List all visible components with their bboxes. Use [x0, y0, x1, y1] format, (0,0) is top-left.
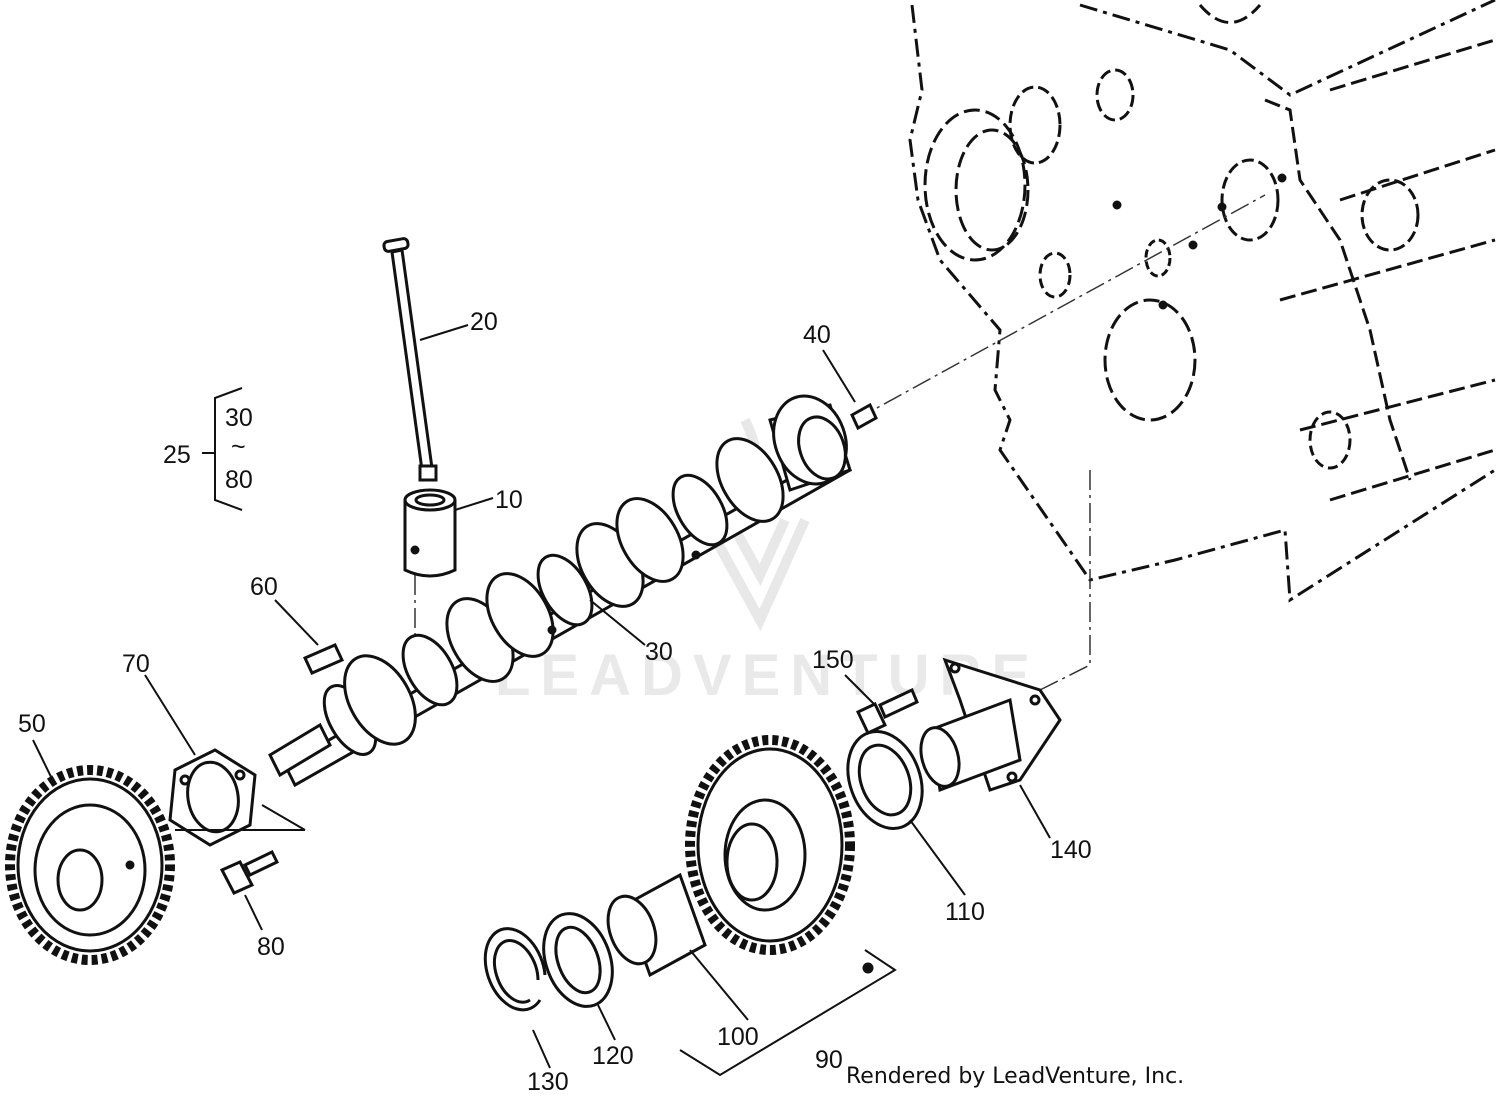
tappet — [403, 488, 457, 578]
key — [302, 643, 345, 675]
part-label-110: 110 — [945, 898, 985, 926]
bushing — [606, 872, 707, 978]
camshaft — [268, 394, 852, 788]
engine-block — [908, 0, 1496, 603]
thrust-plate — [168, 748, 257, 847]
group-range-top: 30 — [225, 404, 253, 432]
leader-lines — [32, 324, 1051, 1077]
part-label-140: 140 — [1050, 836, 1092, 864]
group-range-bottom: 80 — [225, 466, 253, 494]
plug — [850, 402, 878, 431]
part-label-120: 120 — [592, 1042, 634, 1070]
part-label-30: 30 — [645, 638, 673, 666]
bolt-150 — [855, 687, 919, 735]
part-label-150: 150 — [812, 646, 854, 674]
part-label-70: 70 — [122, 650, 150, 678]
part-label-90: 90 — [815, 1046, 843, 1074]
part-label-60: 60 — [250, 573, 278, 601]
footer-credit: Rendered by LeadVenture, Inc. — [846, 1064, 1185, 1089]
group-range-sep: ~ — [231, 433, 246, 461]
watermark-text: LEADVENTURE — [495, 643, 1041, 708]
part-labels: 20 10 30 40 50 60 70 80 90 100 110 120 1… — [18, 308, 1092, 1096]
push-rod — [382, 237, 438, 482]
part-label-40: 40 — [803, 321, 831, 349]
part-label-10: 10 — [495, 486, 523, 514]
cam-gear — [5, 765, 175, 965]
part-label-100: 100 — [717, 1023, 759, 1051]
group-label-25: 25 — [163, 441, 191, 469]
part-label-80: 80 — [257, 933, 285, 961]
center-lines — [414, 194, 1266, 691]
idler-shaft — [919, 657, 1062, 793]
snap-ring — [483, 927, 547, 1012]
bolt-80 — [219, 850, 280, 895]
thrust-washer — [846, 730, 924, 830]
part-label-20: 20 — [470, 308, 498, 336]
part-label-130: 130 — [527, 1068, 569, 1096]
part-label-50: 50 — [18, 710, 46, 738]
idler-gear — [685, 735, 874, 974]
washer-120 — [542, 912, 614, 1008]
